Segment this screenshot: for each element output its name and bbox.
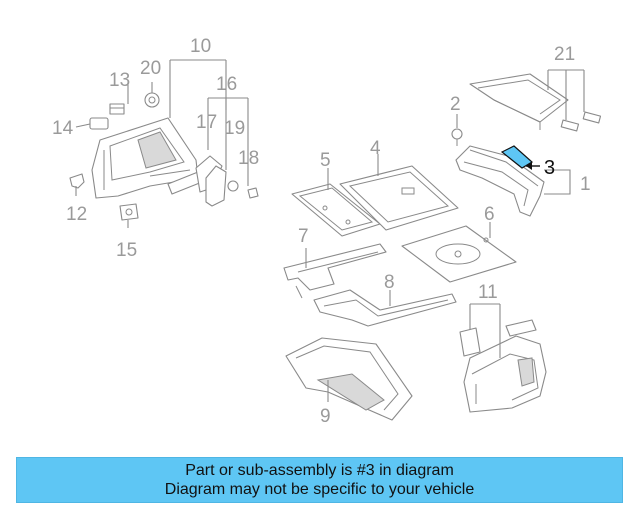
- callout-3: 3: [544, 157, 555, 179]
- part-21-tonneau-cover: [469, 73, 569, 130]
- part-14-clip: [89, 117, 109, 130]
- callout-19: 19: [224, 118, 245, 139]
- part-2-clip: [451, 128, 463, 146]
- part-21-clip-a: [560, 119, 580, 132]
- callout-16: 16: [216, 74, 237, 95]
- part-13-clip: [109, 103, 125, 115]
- part-15-bracket: [119, 203, 139, 221]
- part-18-clip: [247, 187, 259, 199]
- banner-line-part-number: Part or sub-assembly is #3 in diagram: [185, 462, 454, 479]
- callout-17: 17: [196, 112, 217, 133]
- callout-labels: 10 20 13 16 17 19 14 18 12 15 21 2 4 5 3…: [52, 36, 591, 427]
- part-8-rear-sill: [313, 289, 457, 327]
- callout-10: 10: [190, 36, 211, 57]
- callout-5: 5: [320, 150, 331, 171]
- callout-20: 20: [140, 58, 161, 79]
- callout-18: 18: [238, 148, 259, 169]
- callout-7: 7: [298, 226, 309, 247]
- callout-9: 9: [320, 406, 331, 427]
- part-19-cap: [227, 180, 239, 192]
- callout-11: 11: [478, 282, 498, 303]
- banner-line-disclaimer: Diagram may not be specific to your vehi…: [164, 481, 475, 498]
- callout-13: 13: [109, 70, 130, 91]
- callout-14: 14: [52, 118, 74, 139]
- part-5-floor-board: [291, 183, 381, 237]
- callout-12: 12: [66, 204, 87, 225]
- callout-6: 6: [484, 204, 495, 225]
- callout-2: 2: [450, 94, 461, 115]
- part-10-quarter-trim-left: [91, 117, 199, 199]
- part-21-clip-b: [582, 111, 602, 124]
- callout-15: 15: [116, 240, 137, 261]
- part-16-cover: [205, 165, 227, 207]
- callout-8: 8: [384, 272, 395, 293]
- part-7-cross-member: [283, 243, 387, 299]
- callout-1: 1: [580, 174, 591, 195]
- part-20-knob: [144, 92, 160, 108]
- callout-4: 4: [370, 138, 381, 159]
- part-9-floor-mat: [285, 337, 413, 421]
- callout-21: 21: [554, 44, 575, 65]
- parts-diagram: 10 20 13 16 17 19 14 18 12 15 21 2 4 5 3…: [52, 36, 602, 427]
- part-info-banner: Part or sub-assembly is #3 in diagram Di…: [16, 457, 623, 503]
- part-6-cover-panel: [401, 225, 517, 283]
- part-11-plate-b: [505, 319, 537, 337]
- part-11-plate-a: [459, 327, 481, 357]
- part-4-deck-board: [339, 165, 459, 231]
- part-11-quarter-trim-right: [463, 335, 547, 413]
- part-12-fastener: [69, 173, 85, 189]
- part-1-sill-plate: [455, 145, 545, 217]
